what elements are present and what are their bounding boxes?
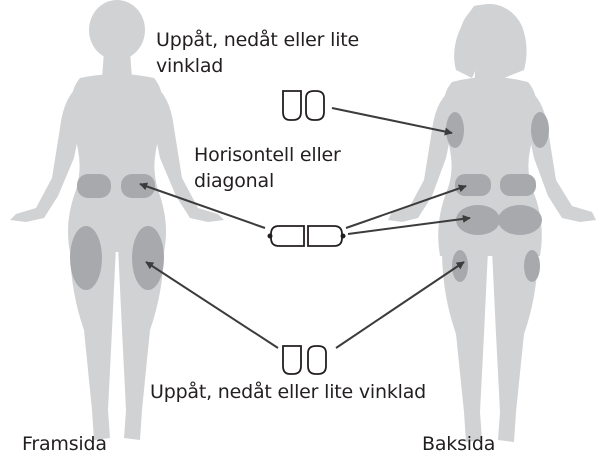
arm-orientation-label-line-2: vinklad bbox=[156, 54, 223, 78]
site-front-abdomen-left bbox=[77, 174, 111, 198]
site-back-abdomen-left bbox=[455, 174, 491, 196]
site-front-abdomen-right bbox=[121, 174, 155, 198]
back-view-label: Baksida bbox=[422, 432, 495, 456]
site-back-abdomen-right bbox=[500, 174, 536, 196]
site-back-thigh-right bbox=[524, 250, 540, 282]
abdomen-orientation-label-line-1: Horisontell eller bbox=[194, 143, 341, 167]
front-view-label: Framsida bbox=[22, 432, 107, 456]
site-back-arm-left bbox=[446, 112, 464, 148]
site-front-thigh-right bbox=[132, 226, 164, 290]
site-back-buttock-left bbox=[456, 205, 500, 235]
site-back-buttock-right bbox=[498, 205, 542, 235]
arrow-to-front-thigh bbox=[146, 262, 278, 348]
abdomen-orientation-label-line-2: diagonal bbox=[194, 169, 274, 193]
vertical-sensor-pair-icon bbox=[283, 91, 324, 120]
vertical-sensor-pair-icon bbox=[283, 346, 326, 374]
site-back-thigh-left bbox=[452, 250, 468, 282]
arrow-to-back-thigh bbox=[336, 262, 464, 348]
arm-orientation-label-line-1: Uppåt, nedåt eller lite bbox=[156, 28, 359, 52]
horizontal-sensor-pair-icon bbox=[268, 226, 344, 246]
site-front-thigh-left bbox=[70, 226, 102, 290]
site-back-arm-right bbox=[531, 112, 549, 148]
thigh-orientation-label: Uppåt, nedåt eller lite vinklad bbox=[150, 380, 426, 404]
